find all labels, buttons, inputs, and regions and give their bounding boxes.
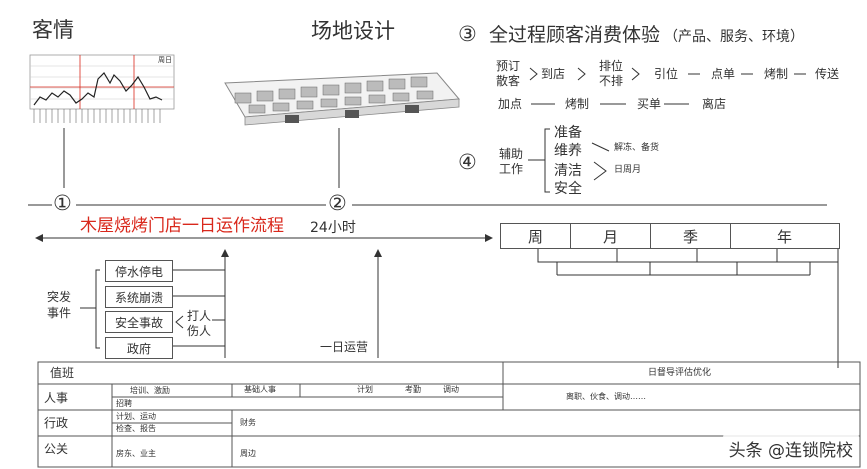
period-quarter: 季 (651, 224, 731, 248)
customer-flow-chart: 周日 (26, 53, 176, 125)
flow-cook: 烤制 (764, 67, 789, 81)
daily-ops-label: 一日运营 (320, 340, 369, 354)
hr-attendance: 考勤 (405, 385, 421, 394)
aux-item-safety: 安全 (554, 181, 582, 197)
period-month: 月 (571, 224, 651, 248)
emergency-government: 政府 (105, 337, 173, 359)
aux-label-top: 辅助 (499, 147, 524, 161)
emergency-power-outage: 停水停电 (105, 260, 173, 282)
flow-arrive: 到店 (541, 67, 566, 81)
aux-note-period: 日周月 (614, 165, 642, 175)
marker-1: ① (53, 191, 72, 215)
hr-right-note: 离职、伙食、调动…… (566, 392, 646, 401)
chart-legend-label: 周日 (158, 56, 172, 64)
hr-training: 培训、激励 (130, 386, 170, 395)
venue-heading: 场地设计 (311, 19, 395, 43)
flow-queue: 排位 (599, 59, 624, 73)
table-duty-header: 值班 (50, 366, 75, 380)
aux-item-clean: 清洁 (554, 163, 582, 179)
period-bar: 周 月 季 年 (500, 223, 840, 249)
flow-order: 点单 (711, 67, 736, 81)
emergency-injury: 伤人 (187, 324, 212, 338)
flow-leave: 离店 (702, 97, 727, 111)
flow-seat: 引位 (654, 67, 679, 81)
pr-neighbors: 周边 (240, 449, 256, 458)
hr-transfer: 调动 (443, 385, 459, 394)
admin-finance: 财务 (240, 418, 256, 427)
flow-walkin: 散客 (496, 74, 521, 88)
duration-label: 24小时 (310, 220, 356, 236)
diagram-title: 木屋烧烤门店一日运作流程 (80, 216, 284, 236)
emergency-label-top: 突发 (47, 290, 72, 304)
hr-plan: 计划 (357, 385, 373, 394)
aux-note-thaw: 解冻、备货 (614, 143, 660, 153)
pr-landlord: 房东、业主 (116, 449, 156, 458)
experience-number: ③ (458, 22, 477, 46)
admin-check: 检查、报告 (116, 424, 156, 433)
aux-item-prepare: 准备 (554, 125, 582, 141)
flow-serve: 传送 (815, 67, 840, 81)
flow-noqueue: 不排 (599, 74, 624, 88)
experience-subheading: （产品、服务、环境） (664, 29, 804, 45)
flow-reserve: 预订 (496, 59, 521, 73)
source-watermark: 头条 @连锁院校 (722, 434, 859, 463)
flow-pay: 买单 (637, 97, 662, 111)
aux-label-bottom: 工作 (499, 162, 524, 176)
ops-table (37, 361, 861, 468)
period-week: 周 (501, 224, 571, 248)
period-year: 年 (776, 227, 792, 246)
hr-recruit: 招聘 (116, 399, 132, 408)
experience-heading: 全过程顾客消费体验 (489, 24, 661, 46)
venue-floorplan-image (205, 55, 465, 127)
emergency-fight: 打人 (187, 309, 212, 323)
row-hr: 人事 (44, 391, 69, 405)
flow-cook2: 烤制 (565, 97, 590, 111)
emergency-label-bottom: 事件 (47, 306, 72, 320)
customer-heading: 客情 (32, 18, 74, 42)
hr-basic: 基础人事 (244, 385, 276, 394)
marker-2: ② (328, 191, 347, 215)
row-pr: 公关 (44, 442, 69, 456)
admin-plan: 计划、运动 (116, 412, 156, 421)
emergency-safety-incident: 安全事故 (105, 311, 173, 333)
row-admin: 行政 (44, 416, 69, 430)
table-right-header: 日督导评估优化 (648, 368, 712, 378)
aux-item-maintain: 维养 (554, 143, 582, 159)
emergency-system-crash: 系统崩溃 (105, 286, 173, 308)
flow-add-order: 加点 (498, 97, 523, 111)
aux-number: ④ (458, 150, 477, 174)
